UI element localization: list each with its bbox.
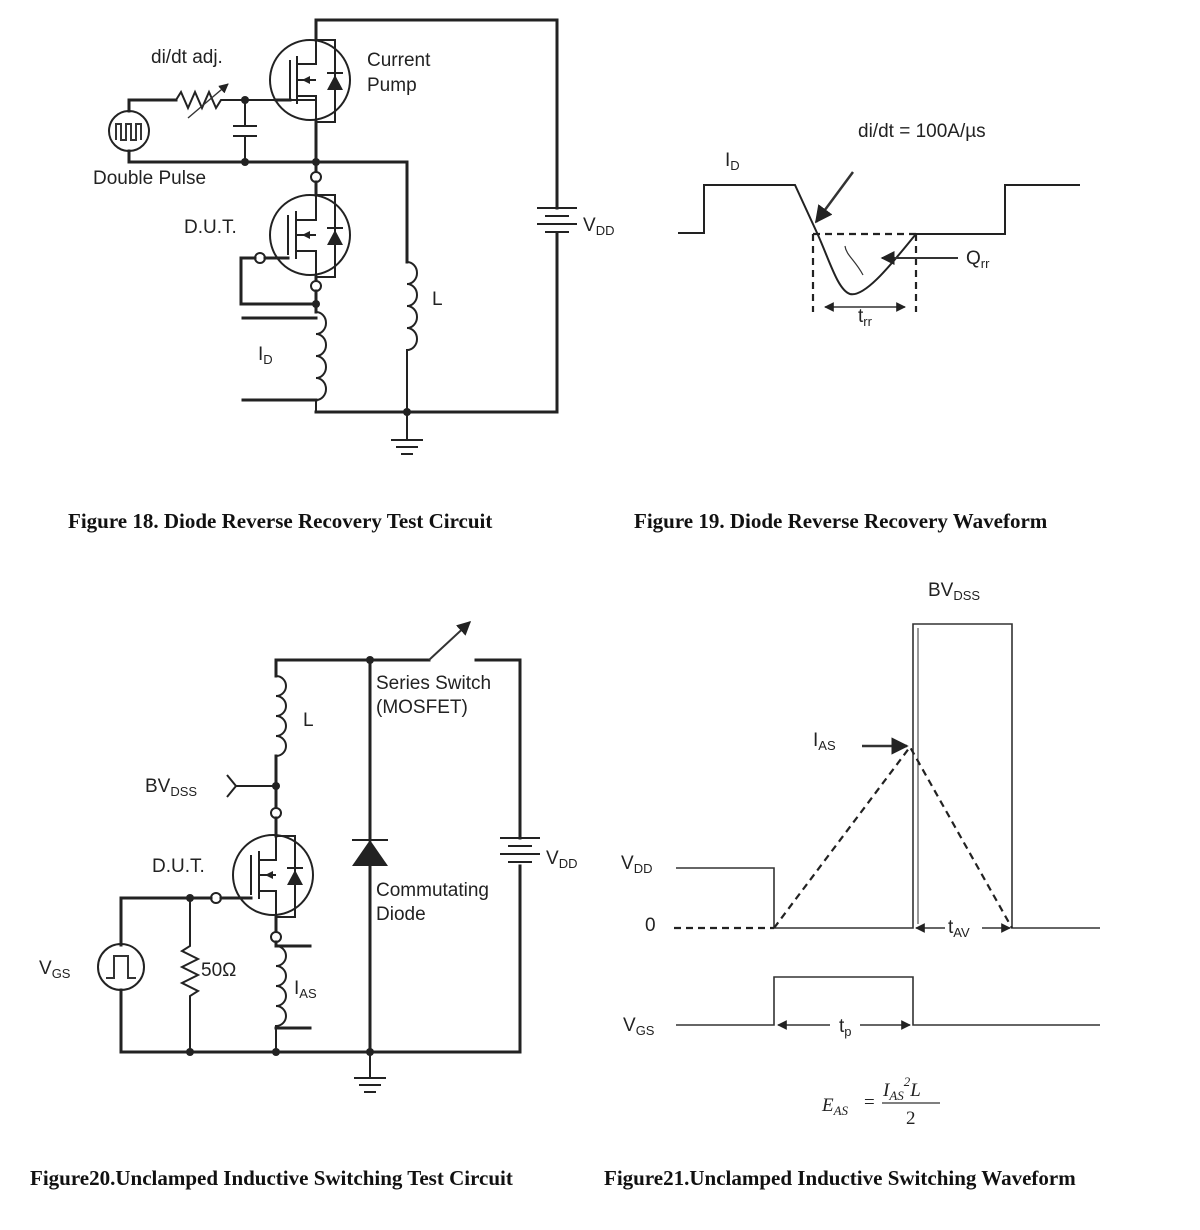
double-pulse-label: Double Pulse bbox=[93, 168, 206, 189]
figure21-waveform: BVDSS IAS VDD 0 tAV VGS tp EAS = IAS2L 2 bbox=[621, 580, 1100, 1129]
didt-rate-label: di/dt = 100A/µs bbox=[858, 121, 986, 142]
eq-lhs: EAS bbox=[821, 1095, 849, 1118]
ias-coil bbox=[275, 945, 287, 1052]
eas-equation: EAS = IAS2L 2 bbox=[821, 1074, 940, 1129]
resistor-50ohm bbox=[179, 898, 201, 1052]
eq-denominator: 2 bbox=[906, 1108, 916, 1129]
tav-label: tAV bbox=[948, 917, 970, 940]
figure19-waveform: di/dt = 100A/µs ID Qrr trr bbox=[678, 121, 1080, 329]
vdd-label: VDD bbox=[583, 215, 614, 238]
ias-current-trace bbox=[773, 744, 1013, 929]
pulse-source-icon bbox=[108, 110, 150, 152]
series-switch-label-2: (MOSFET) bbox=[376, 697, 468, 718]
figure18-circuit: di/dt adj. Current Pump Double Pulse D.U… bbox=[93, 18, 614, 455]
vds-waveform-trace bbox=[676, 623, 1100, 929]
ground-symbol bbox=[354, 1052, 386, 1093]
id-coil bbox=[315, 311, 327, 412]
vgs-label: VGS bbox=[623, 1015, 655, 1038]
eq-equals: = bbox=[864, 1092, 875, 1113]
figure20-circuit: Series Switch (MOSFET) L BVDSS D.U.T. Co… bbox=[39, 621, 577, 1093]
vgs-pulse-source-icon bbox=[97, 943, 145, 991]
figure19-caption: Figure 19. Diode Reverse Recovery Wavefo… bbox=[634, 509, 1048, 533]
vgs-waveform-trace bbox=[676, 976, 1100, 1026]
vdd-battery bbox=[537, 207, 577, 233]
inductor-l-label: L bbox=[432, 289, 443, 310]
vgs-label: VGS bbox=[39, 958, 71, 981]
trr-label: trr bbox=[858, 306, 873, 329]
vdd-battery bbox=[500, 837, 540, 863]
inductor-l-label: L bbox=[303, 710, 314, 731]
dut-label: D.U.T. bbox=[152, 856, 205, 877]
ias-label: IAS bbox=[813, 730, 836, 753]
l-coil bbox=[406, 261, 418, 412]
didt-resistor bbox=[175, 89, 316, 111]
resistor-label: 50Ω bbox=[201, 960, 236, 981]
vdd-label: VDD bbox=[621, 853, 652, 876]
ground-symbol bbox=[391, 412, 423, 455]
id-waveform-trace bbox=[678, 184, 1080, 296]
figure21-caption: Figure21.Unclamped Inductive Switching W… bbox=[604, 1166, 1076, 1190]
current-pump-label-1: Current bbox=[367, 50, 431, 71]
figure18-caption: Figure 18. Diode Reverse Recovery Test C… bbox=[68, 509, 492, 533]
dut-mosfet bbox=[269, 194, 351, 278]
series-switch-label-1: Series Switch bbox=[376, 673, 491, 694]
current-pump-label-2: Pump bbox=[367, 75, 417, 96]
id-label: ID bbox=[725, 150, 740, 173]
gate-capacitor bbox=[233, 100, 257, 162]
bvdss-label: BVDSS bbox=[145, 776, 197, 799]
eq-numerator: IAS2L bbox=[882, 1074, 921, 1103]
tp-label: tp bbox=[839, 1016, 852, 1039]
commutating-diode bbox=[352, 658, 388, 1054]
current-pump-mosfet bbox=[269, 39, 351, 123]
didt-adj-label: di/dt adj. bbox=[151, 47, 223, 68]
ias-label: IAS bbox=[294, 978, 317, 1001]
vdd-label: VDD bbox=[546, 848, 577, 871]
l-coil bbox=[275, 675, 287, 757]
zero-label: 0 bbox=[645, 915, 656, 936]
bvdss-label: BVDSS bbox=[928, 580, 980, 603]
dut-label: D.U.T. bbox=[184, 217, 237, 238]
figure20-caption: Figure20.Unclamped Inductive Switching T… bbox=[30, 1166, 513, 1190]
dut-mosfet bbox=[232, 834, 314, 918]
commutating-label-1: Commutating bbox=[376, 880, 489, 901]
id-label: ID bbox=[258, 344, 273, 367]
commutating-label-2: Diode bbox=[376, 904, 426, 925]
qrr-label: Qrr bbox=[966, 248, 990, 271]
